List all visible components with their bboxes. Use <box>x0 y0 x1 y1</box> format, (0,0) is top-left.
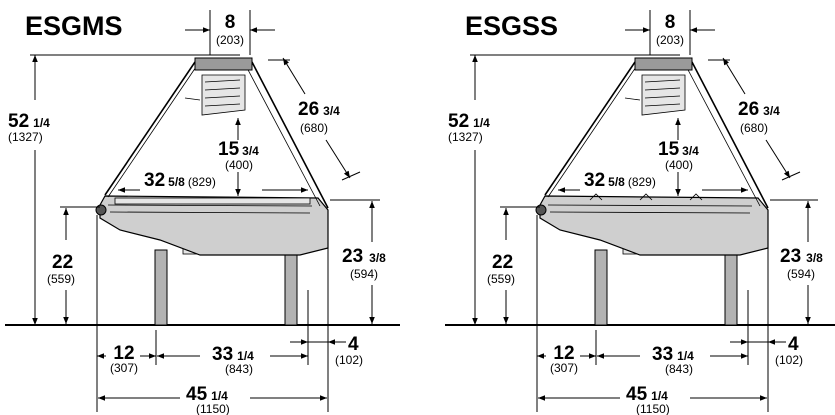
rear-leg <box>724 249 738 326</box>
deck-lines <box>107 204 313 214</box>
rear-offset-mm: (102) <box>335 353 363 367</box>
rear-glass <box>691 61 769 209</box>
shelf-height-mm: (400) <box>225 158 253 172</box>
rear-offset-mm: (102) <box>775 353 803 367</box>
deck-products <box>589 193 703 201</box>
top-canopy <box>194 57 253 71</box>
front-glass <box>104 61 196 196</box>
case-drawing <box>95 57 329 326</box>
front-height-mm: (559) <box>487 272 515 286</box>
base-depth-mm: (843) <box>225 362 253 376</box>
overall-depth-mm: (1150) <box>636 402 670 415</box>
total-height-mm: (1327) <box>448 130 483 144</box>
model-title: ESGMS <box>25 11 123 41</box>
glass-length-mm: (680) <box>740 121 768 135</box>
rear-offset-inch: 4 <box>348 334 359 355</box>
top-canopy <box>634 57 693 71</box>
front-height-mm: (559) <box>47 272 75 286</box>
top-depth-inch: 8 <box>225 12 236 33</box>
case-body <box>99 195 329 256</box>
rear-offset-inch: 4 <box>788 334 799 355</box>
front-glass <box>544 61 636 196</box>
display-pans <box>114 197 311 205</box>
rear-leg <box>284 249 298 326</box>
shelf-height-mm: (400) <box>665 158 693 172</box>
front-overhang-mm: (307) <box>550 361 578 375</box>
rear-glass <box>251 61 329 209</box>
light-shelf <box>201 74 246 116</box>
top-depth-mm: (203) <box>216 33 244 47</box>
glass-length-mm: (680) <box>300 121 328 135</box>
rear-height-mm: (594) <box>787 267 815 281</box>
model-title: ESGSS <box>465 11 558 41</box>
front-height-inch: 22 <box>492 252 513 273</box>
front-leg <box>154 249 168 326</box>
case-drawing <box>535 57 769 326</box>
light-shelf <box>641 74 686 116</box>
case-body <box>539 195 769 256</box>
overall-depth-mm: (1150) <box>196 402 230 415</box>
rear-height-mm: (594) <box>350 267 378 281</box>
front-overhang-mm: (307) <box>110 361 138 375</box>
front-height-inch: 22 <box>52 252 73 273</box>
front-leg <box>594 249 608 326</box>
deck-lines <box>547 204 753 214</box>
base-depth-mm: (843) <box>665 362 693 376</box>
total-height-mm: (1327) <box>8 130 43 144</box>
top-depth-inch: 8 <box>665 12 676 33</box>
front-overhang-inch: 12 <box>553 343 574 364</box>
diagram-esgms: ESGMS <box>5 10 400 415</box>
top-depth-mm: (203) <box>656 33 684 47</box>
front-overhang-inch: 12 <box>113 343 134 364</box>
